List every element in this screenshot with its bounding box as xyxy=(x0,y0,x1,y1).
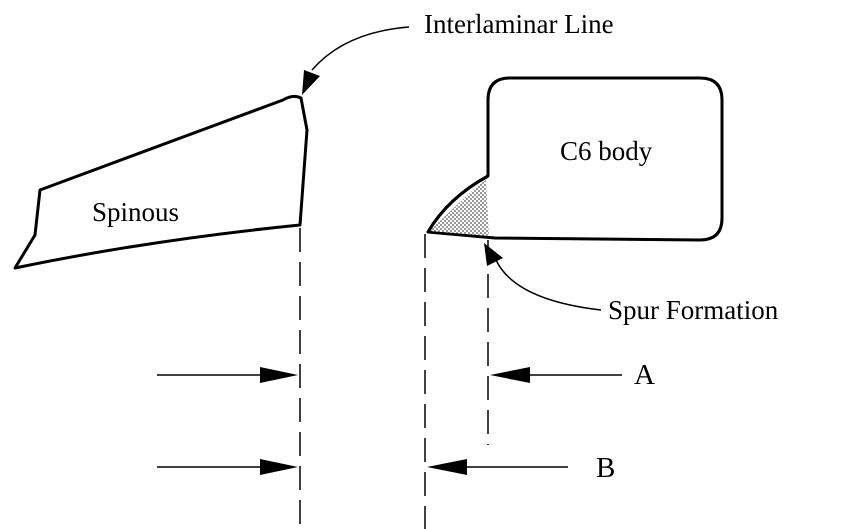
spur-leader-arrowhead xyxy=(484,243,503,266)
dimension-b-right-arrowhead xyxy=(427,459,467,475)
interlaminar-leader-line xyxy=(311,26,410,71)
dimension-a-label: A xyxy=(634,359,655,391)
spur-formation-region xyxy=(430,180,489,236)
c6-body-shape xyxy=(426,76,724,242)
spur-leader-line xyxy=(495,259,602,311)
dimension-b-label: B xyxy=(596,452,615,484)
spinous-process-shape xyxy=(13,94,309,270)
dimension-b-left-arrowhead xyxy=(260,459,298,475)
spur-formation-outline xyxy=(426,174,489,233)
spinous-label: Spinous xyxy=(92,197,179,227)
dimension-a-left-arrowhead xyxy=(260,367,298,383)
c6-body-label: C6 body xyxy=(560,136,653,166)
interlaminar-line-label: Interlaminar Line xyxy=(424,9,614,39)
interlaminar-leader-arrowhead xyxy=(302,70,320,95)
spur-formation-label: Spur Formation xyxy=(608,295,779,325)
dimension-a-right-arrowhead xyxy=(490,367,530,383)
